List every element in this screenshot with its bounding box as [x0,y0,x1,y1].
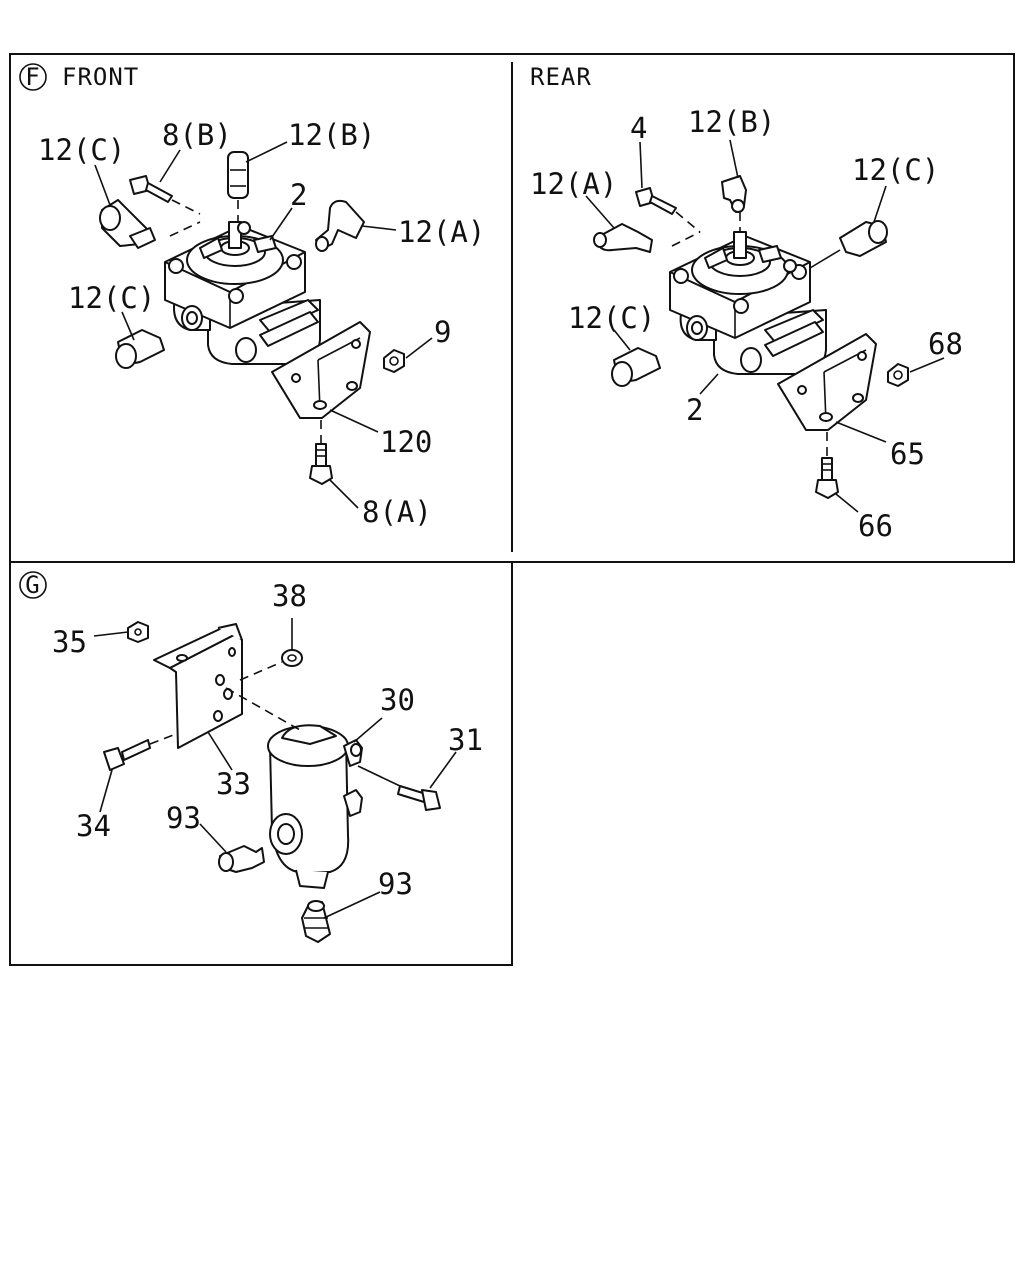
canister-30 [267,724,363,889]
washer-38 [281,649,303,667]
bracket-33 [153,623,243,749]
callout-120: 120 [380,425,432,459]
callout-4-rear: 4 [630,111,647,145]
panel-marker-g: G [19,571,47,599]
leader-lines-front [94,141,433,509]
fitting-12c-side-rear [611,347,661,387]
bracket-65 [777,333,877,431]
panel-front: F FRONT [19,63,485,529]
leader-lines-rear [585,139,945,513]
fitting-12c-side-front [115,329,165,369]
bolt-31 [397,785,441,811]
callout-12c-top-rear: 12(C) [852,153,939,187]
callout-93-a: 93 [166,801,201,835]
bolt-8a-front [309,420,333,485]
callout-68: 68 [928,327,963,361]
bracket-120 [271,321,371,419]
callout-65: 65 [890,437,925,471]
callout-34: 34 [76,809,111,843]
svg-text:F: F [25,63,40,91]
callout-12c-top-front: 12(C) [38,133,125,167]
callout-12c-side-rear: 12(C) [568,301,655,335]
callout-30: 30 [380,683,415,717]
callout-9: 9 [434,315,451,349]
valve-assembly-front [164,221,321,365]
fitting-93-a [218,845,265,873]
panel-frames [9,53,1015,966]
leader-lines-g [93,618,457,919]
panel-rear: REAR [530,63,963,543]
callout-2-front: 2 [290,178,307,212]
callout-8a-front: 8(A) [362,495,432,529]
panel-g: G [19,571,483,943]
nut-68 [887,363,909,387]
callout-12a-rear: 12(A) [530,167,617,201]
callout-12c-side-front: 12(C) [68,281,155,315]
bolt-66-rear [815,432,839,499]
svg-text:G: G [25,571,40,599]
callout-35: 35 [52,625,87,659]
callout-31: 31 [448,723,483,757]
bolt-34 [103,733,177,771]
callout-33: 33 [216,767,251,801]
fitting-12b-front [227,151,249,222]
fitting-12a-rear [593,223,653,253]
fitting-12c-top-front [99,199,156,249]
nut-9 [383,349,405,373]
bolt-8b-front [129,175,201,215]
fitting-12a-front [315,199,365,252]
callout-12b-front: 12(B) [288,118,375,152]
callout-12a-front: 12(A) [398,215,485,249]
nut-35 [127,621,149,643]
fitting-12c-top-rear [809,220,888,269]
callout-93-b: 93 [378,867,413,901]
panel-marker-f: F [19,63,47,91]
fitting-93-b [301,900,331,943]
callout-12b-rear: 12(B) [688,105,775,139]
callout-2-rear: 2 [686,393,703,427]
panel-title-front: FRONT [62,63,139,91]
panel-title-rear: REAR [530,63,592,91]
callout-8b-front: 8(B) [162,118,232,152]
callout-38: 38 [272,579,307,613]
fitting-12b-rear [721,175,747,232]
bolt-4-rear [635,187,701,233]
callout-66: 66 [858,509,893,543]
valve-assembly-rear [669,231,827,375]
